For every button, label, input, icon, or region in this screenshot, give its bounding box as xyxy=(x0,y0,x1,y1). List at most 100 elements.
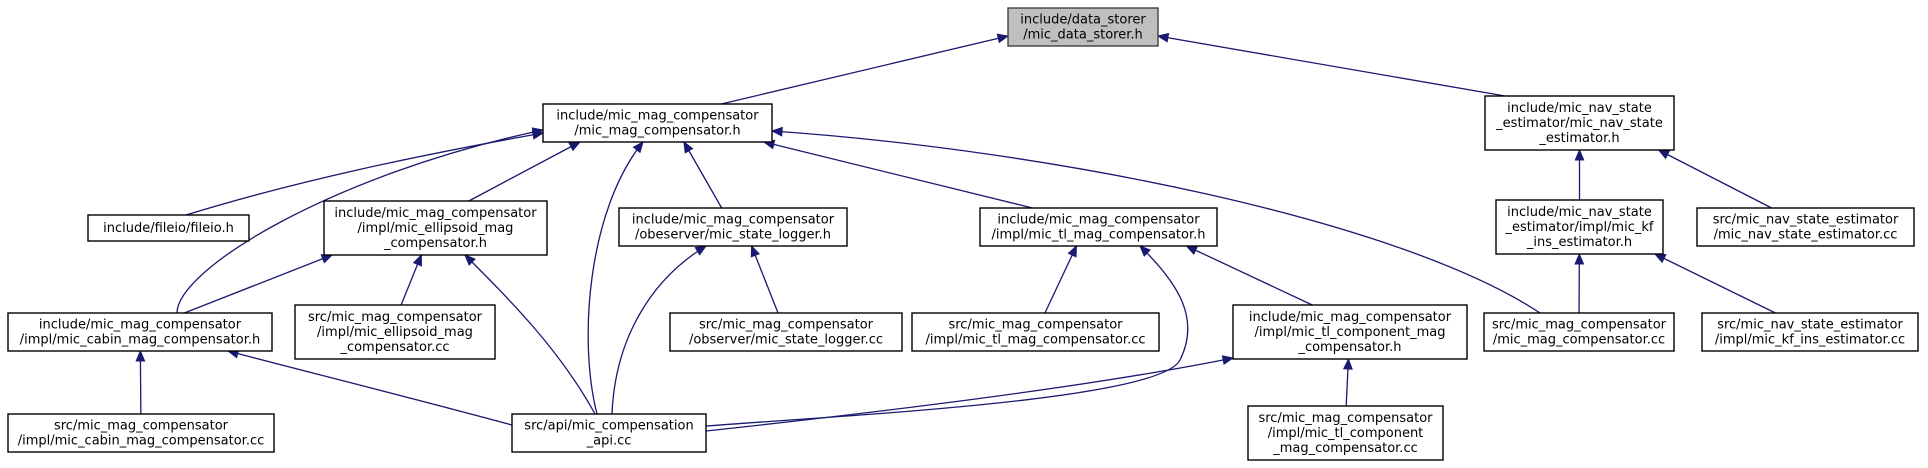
edge-api-cc-to-tl-comp-h xyxy=(705,355,1235,432)
arrowhead-icon xyxy=(412,253,422,267)
edge-line xyxy=(1044,245,1078,314)
arrowhead-icon xyxy=(683,140,694,154)
file-node-tl-mag-h[interactable]: include/mic_mag_compensator/impl/mic_tl_… xyxy=(979,207,1218,247)
file-node-box xyxy=(294,304,496,360)
arrowhead-icon xyxy=(1156,32,1170,43)
arrowhead-icon xyxy=(632,140,644,154)
file-node-state-logger-h[interactable]: include/mic_mag_compensator/obeserver/mi… xyxy=(618,207,848,247)
file-nodes: include/data_storer/mic_data_storer.hinc… xyxy=(7,7,1919,461)
file-node-label: _compensator.h xyxy=(383,236,487,251)
edge-nav-est-cc-to-nav-est-h xyxy=(1657,149,1772,209)
edge-line xyxy=(468,141,581,202)
file-node-fileio-h[interactable]: include/fileio/fileio.h xyxy=(87,214,250,242)
file-node-label: include/mic_mag_compensator xyxy=(334,206,537,221)
arrowhead-icon xyxy=(1221,355,1235,365)
file-node-label: /mic_mag_compensator.cc xyxy=(1493,333,1665,348)
file-node-label: _ins_estimator.h xyxy=(1526,235,1632,250)
file-node-label: include/data_storer xyxy=(1020,13,1146,28)
edge-mag-comp-cc-to-kf-ins-h xyxy=(1574,252,1585,314)
file-node-api-cc[interactable]: src/api/mic_compensation_api.cc xyxy=(511,413,707,453)
file-node-box xyxy=(1484,95,1675,151)
file-node-label: src/mic_mag_compensator xyxy=(54,419,229,434)
edge-tl-mag-h-to-mag-comp-h xyxy=(762,139,1033,209)
file-node-label: include/mic_mag_compensator xyxy=(997,213,1200,228)
arrowhead-icon xyxy=(770,126,783,137)
edge-ellipsoid-cc-to-ellipsoid-h xyxy=(400,253,422,306)
arrowhead-icon xyxy=(1185,245,1199,255)
arrowhead-icon xyxy=(568,141,581,152)
file-node-tl-mag-cc[interactable]: src/mic_mag_compensator/impl/mic_tl_mag_… xyxy=(911,312,1160,352)
file-node-kf-ins-cc[interactable]: src/mic_nav_state_estimator/impl/mic_kf_… xyxy=(1701,312,1919,352)
file-node-cabin-cc[interactable]: src/mic_mag_compensator/impl/mic_cabin_m… xyxy=(7,413,275,453)
file-node-mag-comp-cc[interactable]: src/mic_mag_compensator/mic_mag_compensa… xyxy=(1483,312,1675,352)
edge-line xyxy=(705,357,1234,432)
arrowhead-icon xyxy=(996,33,1010,44)
file-node-box xyxy=(7,413,275,453)
file-node-label: /mic_mag_compensator.h xyxy=(574,124,740,139)
file-node-label: include/mic_nav_state xyxy=(1507,101,1652,116)
file-node-data-storer-h[interactable]: include/data_storer/mic_data_storer.h xyxy=(1007,7,1159,47)
file-node-label: _mag_compensator.cc xyxy=(1272,441,1418,456)
edge-tl-comp-cc-to-tl-comp-h xyxy=(1342,357,1353,407)
edge-line xyxy=(184,254,333,314)
edge-api-cc-to-mag-comp-h xyxy=(587,140,644,415)
file-node-label: include/mic_mag_compensator xyxy=(39,318,242,333)
file-node-nav-est-cc[interactable]: src/mic_nav_state_estimator/mic_nav_stat… xyxy=(1696,207,1915,247)
file-node-label: src/api/mic_compensation xyxy=(524,419,693,434)
file-node-mag-comp-h[interactable]: include/mic_mag_compensator/mic_mag_comp… xyxy=(542,103,773,143)
edge-state-logger-cc-to-state-logger-h xyxy=(750,244,779,314)
file-node-kf-ins-h[interactable]: include/mic_nav_state_estimator/impl/mic… xyxy=(1495,199,1664,255)
file-node-box xyxy=(979,207,1218,247)
file-node-label: _estimator/impl/mic_kf xyxy=(1505,220,1654,235)
arrowhead-icon xyxy=(1574,252,1585,265)
edge-nav-est-h-to-data-storer-h xyxy=(1156,32,1506,97)
file-node-tl-comp-cc[interactable]: src/mic_mag_compensator/impl/mic_tl_comp… xyxy=(1247,405,1444,461)
arrowhead-icon xyxy=(694,245,708,256)
file-node-label: include/fileio/fileio.h xyxy=(103,221,234,236)
arrowhead-icon xyxy=(320,254,334,264)
arrowhead-icon xyxy=(531,127,545,138)
file-node-label: include/mic_nav_state xyxy=(1507,205,1652,220)
file-node-label: /impl/mic_cabin_mag_compensator.cc xyxy=(18,434,265,449)
arrowhead-icon xyxy=(1342,357,1353,370)
file-node-label: src/mic_mag_compensator xyxy=(699,318,874,333)
file-node-box xyxy=(1483,312,1675,352)
file-node-box xyxy=(911,312,1160,352)
file-node-nav-est-h[interactable]: include/mic_nav_state_estimator/mic_nav_… xyxy=(1484,95,1675,151)
file-node-label: /impl/mic_kf_ins_estimator.cc xyxy=(1715,333,1905,348)
file-node-label: src/mic_mag_compensator xyxy=(1258,411,1433,426)
file-node-box xyxy=(1696,207,1915,247)
file-node-label: /impl/mic_tl_mag_compensator.h xyxy=(992,228,1206,243)
file-node-label: /impl/mic_tl_component xyxy=(1268,426,1424,441)
file-node-label: /impl/mic_ellipsoid_mag xyxy=(358,221,514,236)
file-node-box xyxy=(1495,199,1664,255)
arrowhead-icon xyxy=(1653,253,1667,264)
file-node-cabin-h[interactable]: include/mic_mag_compensator/impl/mic_cab… xyxy=(7,312,273,352)
file-node-box xyxy=(618,207,848,247)
edge-cabin-cc-to-cabin-h xyxy=(135,349,146,415)
file-node-state-logger-cc[interactable]: src/mic_mag_compensator/observer/mic_sta… xyxy=(669,312,903,352)
edge-line xyxy=(1157,35,1506,97)
file-node-label: /mic_data_storer.h xyxy=(1023,28,1143,43)
edge-line xyxy=(1658,149,1772,209)
file-node-label: src/mic_mag_compensator xyxy=(308,310,483,325)
file-node-ellipsoid-cc[interactable]: src/mic_mag_compensator/impl/mic_ellipso… xyxy=(294,304,496,360)
edge-mag-comp-cc-to-mag-comp-h xyxy=(770,126,1541,314)
dependency-edges xyxy=(135,32,1776,432)
edge-line xyxy=(721,35,1009,105)
edge-tl-mag-cc-to-tl-mag-h xyxy=(1044,244,1078,314)
file-node-label: /impl/mic_tl_component_mag xyxy=(1255,325,1446,340)
file-node-box xyxy=(7,312,273,352)
file-node-ellipsoid-h[interactable]: include/mic_mag_compensator/impl/mic_ell… xyxy=(323,200,548,256)
edge-ellipsoid-h-to-mag-comp-h xyxy=(468,141,581,202)
file-node-label: /impl/mic_tl_mag_compensator.cc xyxy=(925,333,1145,348)
file-node-label: _estimator/mic_nav_state xyxy=(1495,116,1663,131)
edge-line xyxy=(587,141,644,415)
file-node-tl-comp-h[interactable]: include/mic_mag_compensator/impl/mic_tl_… xyxy=(1232,304,1468,360)
file-node-label: src/mic_nav_state_estimator xyxy=(1713,213,1899,228)
file-node-label: /observer/mic_state_logger.cc xyxy=(689,333,883,348)
edge-mag-comp-h-to-data-storer-h xyxy=(721,33,1010,105)
arrowhead-icon xyxy=(750,244,761,258)
edge-kf-ins-h-to-nav-est-h xyxy=(1574,148,1585,200)
file-node-label: include/mic_mag_compensator xyxy=(1249,310,1452,325)
